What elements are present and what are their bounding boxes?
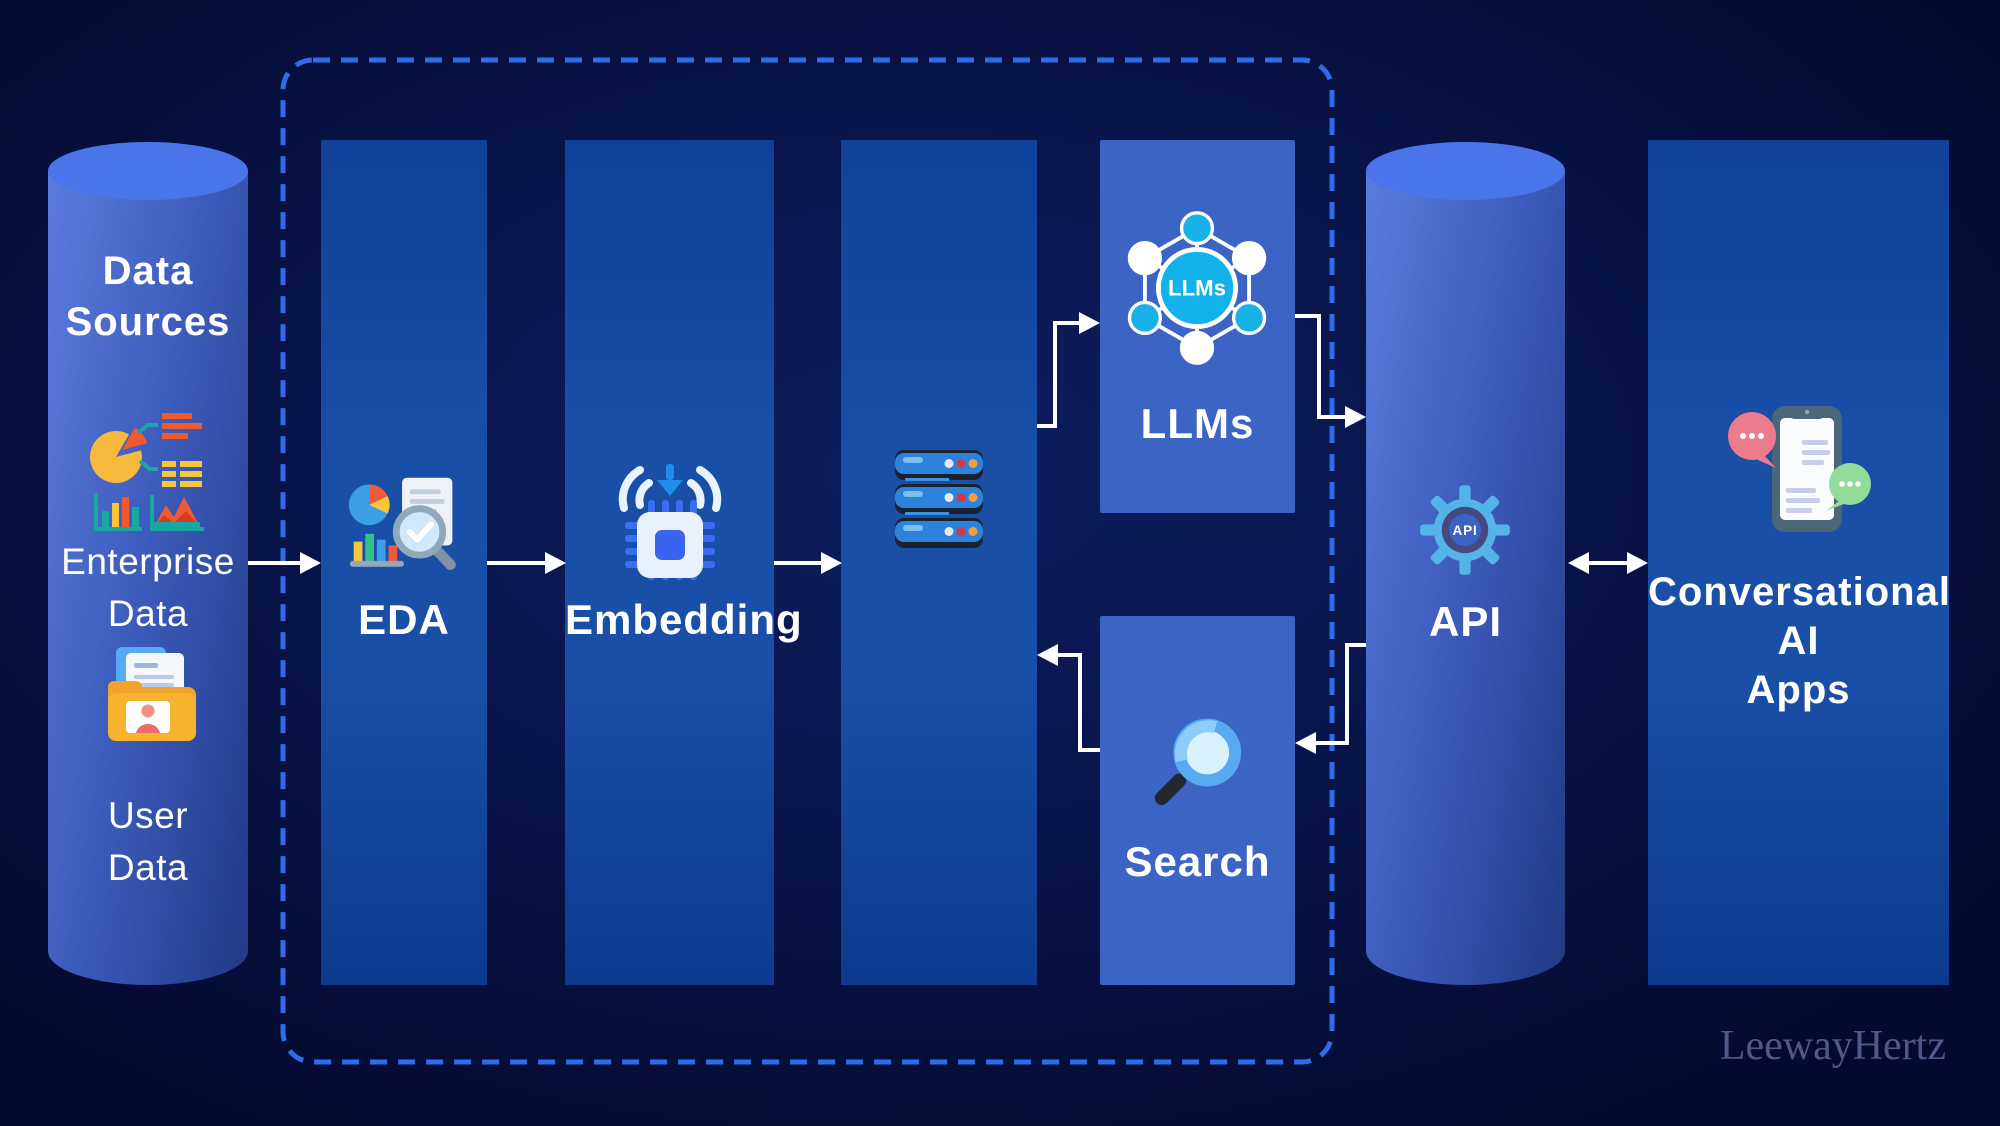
apps-column	[1648, 140, 1949, 985]
search-label-text: Search	[1124, 838, 1271, 885]
enterprise-label-line2: Data	[107, 593, 189, 634]
data-sources-title-line2: Sources	[65, 300, 231, 344]
server-column	[841, 140, 1037, 985]
eda-column	[321, 140, 487, 985]
user-label-line2: Data	[107, 847, 189, 888]
embedding-chip-icon	[618, 464, 722, 580]
api-cylinder-top	[1366, 142, 1565, 200]
llms-label: LLMs	[1100, 400, 1295, 448]
apps-label-line3: Apps	[1746, 668, 1851, 712]
enterprise-data-label: Enterprise Data	[48, 536, 248, 640]
data-sources-cylinder-top	[48, 142, 248, 200]
api-icon-text: API	[1452, 523, 1477, 538]
embedding-label-text: Embedding	[565, 596, 803, 643]
analytics-charts-icon	[89, 413, 204, 531]
data-sources-title-line1: Data	[102, 249, 194, 293]
api-label: API	[1366, 598, 1565, 646]
user-data-label: User Data	[48, 790, 248, 894]
enterprise-label-line1: Enterprise	[61, 541, 235, 582]
data-sources-cylinder	[48, 171, 248, 985]
data-sources-title: Data Sources	[48, 246, 248, 348]
search-label: Search	[1100, 838, 1295, 886]
user-label-line1: User	[107, 795, 189, 836]
llms-icon-text: LLMs	[1168, 276, 1226, 301]
apps-label-line1: Conversational	[1648, 570, 1951, 614]
apps-label-line2: AI	[1777, 619, 1820, 663]
embedding-label: Embedding	[565, 596, 802, 644]
apps-label: Conversational AI Apps	[1648, 568, 1951, 715]
llms-network-icon: LLMs	[1127, 211, 1267, 365]
leewayhertz-watermark: LeewayHertz	[1719, 1023, 1946, 1069]
server-stack-icon	[895, 450, 983, 548]
llms-label-text: LLMs	[1140, 400, 1255, 447]
search-box	[1100, 616, 1295, 985]
eda-analysis-icon	[348, 477, 456, 571]
api-label-text: API	[1428, 598, 1502, 645]
user-data-folder-icon	[108, 647, 196, 741]
eda-label: EDA	[321, 596, 487, 644]
conversational-ai-phone-icon	[1728, 406, 1871, 532]
eda-label-text: EDA	[358, 596, 450, 643]
api-gear-icon: API	[1420, 485, 1510, 575]
search-magnifier-icon	[1154, 718, 1242, 806]
api-cylinder	[1366, 171, 1565, 985]
